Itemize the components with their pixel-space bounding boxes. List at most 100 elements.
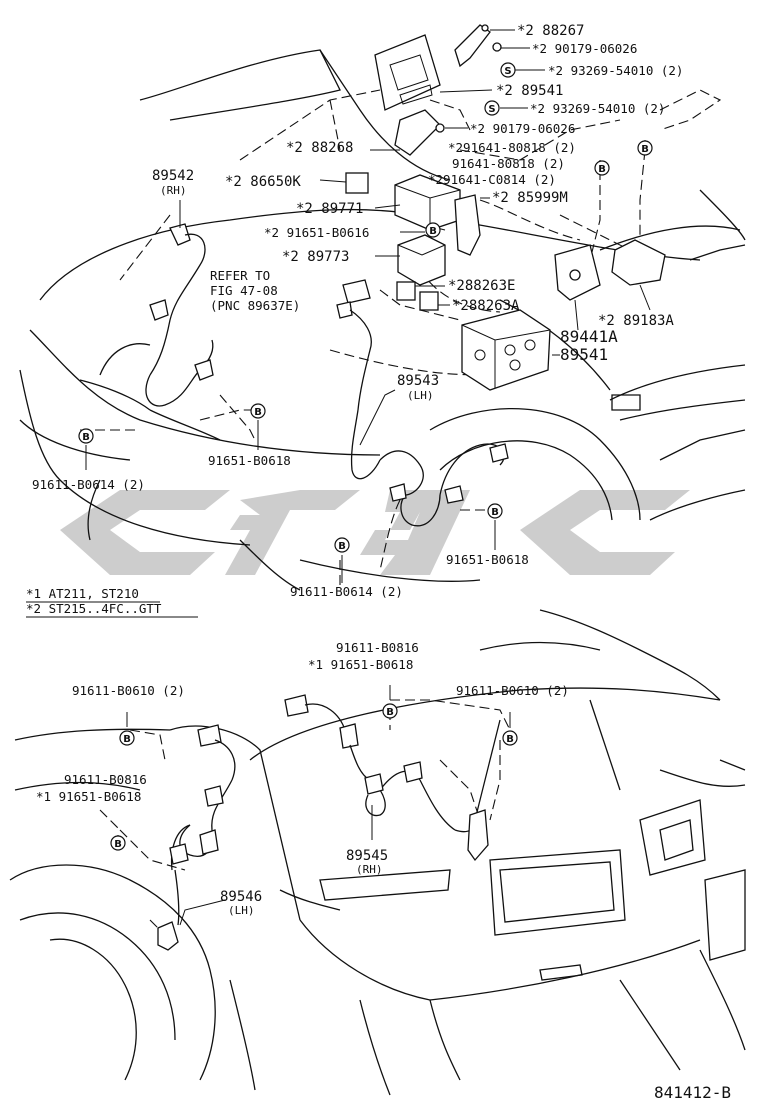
label-89545-sub: (RH): [356, 863, 383, 876]
relay-86650k: [345, 172, 369, 194]
leader-lines: [85, 29, 651, 926]
label-91651-b0618-d: *1 91651-B0618: [36, 789, 141, 804]
svg-text:B: B: [429, 226, 437, 237]
sensor-89543-lh: [336, 279, 509, 527]
footnote-1: *1 AT211, ST210: [26, 586, 139, 601]
lower-parts: [157, 694, 489, 951]
sensor-89546-lh: [157, 724, 236, 951]
svg-text:B: B: [254, 407, 262, 418]
label-89441a: 89441A: [560, 327, 618, 346]
refer-line-1: REFER TO: [210, 268, 270, 283]
bolt-b-icon: B: [487, 503, 503, 519]
relay-88263e: [396, 281, 416, 301]
svg-text:B: B: [386, 707, 394, 718]
front-vehicle-body: [19, 49, 746, 591]
label-89541-a: *2 89541: [496, 83, 563, 99]
bracket-88267: [454, 24, 491, 68]
nut-90179-b: [435, 123, 445, 133]
svg-text:S: S: [488, 104, 495, 115]
footnote-2: *2 ST215..4FC..GTT: [26, 601, 162, 616]
bolt-b-icon: B: [119, 730, 135, 746]
label-91651-b0618-a: 91651-B0618: [208, 453, 291, 468]
label-91651-b0618-c: *1 91651-B0618: [308, 657, 413, 672]
bracket-85999m: [454, 194, 481, 256]
screw-s-icon: S: [500, 62, 516, 78]
label-89546-sub: (LH): [228, 904, 255, 917]
svg-text:B: B: [641, 144, 649, 155]
bolt-b-icon: B: [637, 140, 653, 156]
bolt-b-icon: B: [110, 835, 126, 851]
svg-text:B: B: [598, 164, 606, 175]
abs-actuator-89541: [461, 309, 551, 391]
svg-text:B: B: [506, 734, 514, 745]
label-91611-b0816-b: 91611-B0816: [64, 772, 147, 787]
sensor-89441a: [554, 244, 601, 301]
svg-text:B: B: [491, 507, 499, 518]
upper-dashed-leaders: [80, 89, 722, 590]
upper-parts: [99, 24, 666, 527]
bolt-icons: B B B B B B B B B B B S S: [78, 62, 653, 851]
relay-89773: [397, 234, 446, 286]
label-89542-sub: (RH): [160, 184, 187, 197]
label-89541-b: 89541: [560, 345, 608, 364]
bolt-b-icon: B: [502, 730, 518, 746]
relay-88263a: [419, 291, 439, 311]
rear-vehicle-body: [9, 609, 746, 1096]
ecu-89541-top: [374, 34, 441, 111]
label-85999m: *2 85999M: [492, 190, 568, 206]
label-89546: 89546: [220, 889, 262, 905]
label-91611-b0610-a: 91611-B0610 (2): [72, 683, 185, 698]
label-90179-a: *2 90179-06026: [532, 41, 637, 56]
label-86650k: *2 86650K: [225, 174, 301, 190]
bolt-b-icon: B: [334, 537, 350, 553]
label-89773: *2 89773: [282, 249, 349, 265]
label-90179-b: *2 90179-06026: [470, 121, 575, 136]
lower-dashed-leaders: [99, 699, 511, 941]
watermark: [60, 490, 690, 575]
svg-text:B: B: [123, 734, 131, 745]
label-91641-a: *291641-80818 (2): [448, 140, 576, 155]
label-91641-c: *291641-C0814 (2): [428, 172, 556, 187]
bolt-b-icon: B: [594, 160, 610, 176]
label-89183a: *2 89183A: [598, 313, 674, 329]
nut-90179-a: [492, 42, 502, 52]
part-labels: *2 88267 *2 90179-06026 *2 93269-54010 (…: [32, 23, 683, 917]
label-93269-b: *2 93269-54010 (2): [530, 101, 665, 116]
sensor-89183a: [611, 239, 666, 286]
bolt-b-icon: B: [425, 222, 441, 238]
svg-text:B: B: [114, 839, 122, 850]
sensor-89545-rh: [284, 694, 489, 862]
refer-note: REFER TO FIG 47-08 (PNC 89637E): [210, 268, 300, 313]
label-89771: *2 89771: [296, 201, 363, 217]
bolt-b-icon: B: [382, 703, 398, 719]
bolt-b-icon: B: [78, 428, 94, 444]
refer-line-2: FIG 47-08: [210, 283, 278, 298]
sensor-89542-rh: [99, 223, 214, 407]
label-91651-b0616: *2 91651-B0616: [264, 225, 369, 240]
label-88263a: *288263A: [452, 298, 520, 314]
bracket-88268: [394, 109, 441, 156]
svg-text:B: B: [82, 432, 90, 443]
svg-text:S: S: [504, 66, 511, 77]
screw-s-icon: S: [484, 100, 500, 116]
label-91651-b0618-b: 91651-B0618: [446, 552, 529, 567]
label-91611-b0614-b: 91611-B0614 (2): [290, 584, 403, 599]
label-89543-sub: (LH): [407, 389, 434, 402]
bolt-b-icon: B: [250, 403, 266, 419]
label-91611-b0816-a: 91611-B0816: [336, 640, 419, 655]
label-91641-b: 91641-80818 (2): [452, 156, 565, 171]
label-91611-b0610-b: 91611-B0610 (2): [456, 683, 569, 698]
label-89542: 89542: [152, 168, 194, 184]
label-88263e: *288263E: [448, 278, 515, 294]
label-88267: *2 88267: [517, 23, 584, 39]
label-89545: 89545: [346, 848, 388, 864]
label-91611-b0614-a: 91611-B0614 (2): [32, 477, 145, 492]
label-88268: *2 88268: [286, 140, 353, 156]
footnotes: *1 AT211, ST210 *2 ST215..4FC..GTT: [26, 586, 198, 618]
diagram-code: 841412-B: [654, 1083, 731, 1102]
label-89543: 89543: [397, 373, 439, 389]
label-93269-a: *2 93269-54010 (2): [548, 63, 683, 78]
svg-text:B: B: [338, 541, 346, 552]
